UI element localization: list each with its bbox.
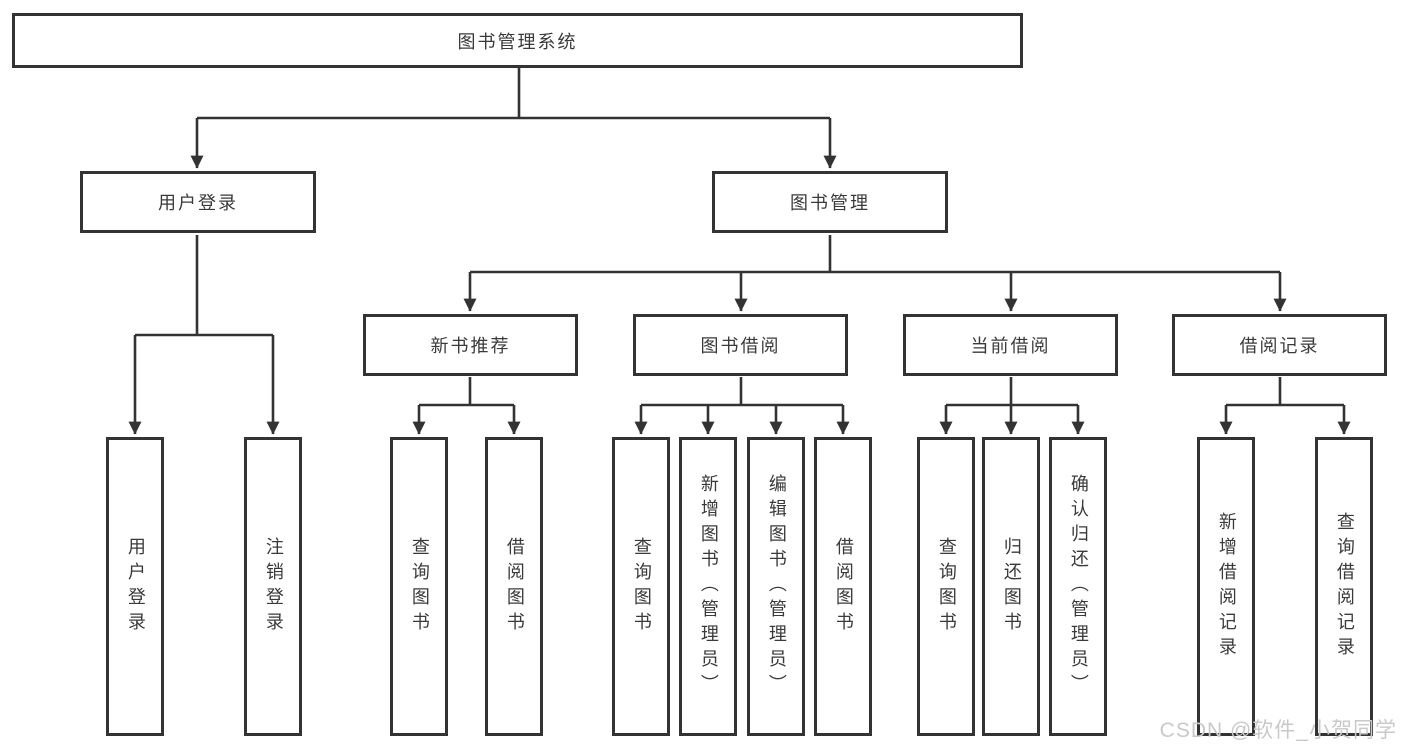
node-book-borrowing: 图书借阅 <box>633 314 848 376</box>
leaf-edit-book-admin-label: 编辑图书（管理员） <box>766 474 787 699</box>
leaf-user-login: 用户登录 <box>106 437 164 736</box>
node-book-management-branch: 图书管理 <box>712 171 948 233</box>
leaf-current-query-book: 查询图书 <box>917 437 975 736</box>
node-new-book-recommend: 新书推荐 <box>363 314 578 376</box>
leaf-borrowing-query-book: 查询图书 <box>612 437 670 736</box>
leaf-add-book-admin: 新增图书（管理员） <box>679 437 737 736</box>
node-borrowing-records: 借阅记录 <box>1172 314 1387 376</box>
leaf-recommend-query-book: 查询图书 <box>390 437 448 736</box>
leaf-edit-book-admin: 编辑图书（管理员） <box>747 437 805 736</box>
csdn-watermark: CSDN @软件_小贺同学 <box>1159 719 1397 742</box>
leaf-logout: 注销登录 <box>244 437 302 736</box>
node-root-system: 图书管理系统 <box>12 13 1023 68</box>
leaf-recommend-query-book-label: 查询图书 <box>409 536 430 637</box>
leaf-user-login-label: 用户登录 <box>125 536 146 637</box>
leaf-confirm-return-admin-label: 确认归还（管理员） <box>1068 474 1089 699</box>
leaf-borrowing-borrow-book: 借阅图书 <box>814 437 872 736</box>
leaf-borrowing-query-book-label: 查询图书 <box>631 536 652 637</box>
leaf-add-borrow-record-label: 新增借阅记录 <box>1216 511 1237 662</box>
leaf-borrowing-borrow-book-label: 借阅图书 <box>833 536 854 637</box>
leaf-return-book: 归还图书 <box>982 437 1040 736</box>
leaf-current-query-book-label: 查询图书 <box>936 536 957 637</box>
leaf-add-book-admin-label: 新增图书（管理员） <box>698 474 719 699</box>
leaf-return-book-label: 归还图书 <box>1001 536 1022 637</box>
leaf-add-borrow-record: 新增借阅记录 <box>1197 437 1255 736</box>
leaf-query-borrow-record-label: 查询借阅记录 <box>1334 511 1355 662</box>
leaf-recommend-borrow-book-label: 借阅图书 <box>504 536 525 637</box>
leaf-logout-label: 注销登录 <box>263 536 284 637</box>
node-user-login-branch: 用户登录 <box>80 171 316 233</box>
leaf-query-borrow-record: 查询借阅记录 <box>1315 437 1373 736</box>
leaf-confirm-return-admin: 确认归还（管理员） <box>1049 437 1107 736</box>
leaf-recommend-borrow-book: 借阅图书 <box>485 437 543 736</box>
node-current-borrowing: 当前借阅 <box>903 314 1118 376</box>
